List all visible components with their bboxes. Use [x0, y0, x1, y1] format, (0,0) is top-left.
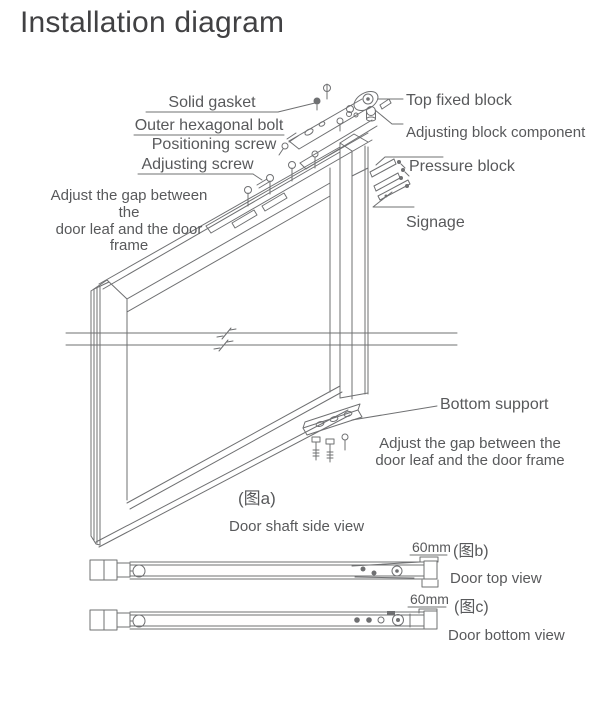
note-adjust-gap-top-line1: Adjust the gap between the — [50, 187, 208, 221]
page-title: Installation diagram — [20, 6, 285, 39]
door-top-view-drawing — [89, 559, 439, 588]
callout-pressure-block: Pressure block — [409, 158, 515, 175]
break-lines — [65, 327, 458, 352]
note-adjust-gap-bottom-line1: Adjust the gap between the — [379, 435, 561, 452]
callout-top-fixed-block: Top fixed block — [406, 92, 512, 109]
dimension-bracket-c — [407, 606, 447, 614]
note-adjust-gap-top-line2: door leaf and the door frame — [55, 220, 203, 255]
callout-adjusting-block-component: Adjusting block component — [406, 124, 586, 141]
callout-bottom-support: Bottom support — [440, 396, 549, 413]
callout-outer-hexagonal-bolt: Outer hexagonal bolt — [134, 117, 284, 134]
door-bottom-view-drawing — [89, 609, 438, 631]
note-adjust-gap-bottom-line2: door leaf and the door frame — [375, 451, 565, 469]
note-adjust-gap-top: Adjust the gap between the door leaf and… — [40, 187, 218, 255]
figure-c-caption: Door bottom view — [448, 627, 565, 644]
figure-b-dimension-label: 60mm — [412, 539, 451, 555]
figure-c-dimension-label: 60mm — [410, 591, 449, 607]
figure-a-tag: (图a) — [238, 489, 276, 508]
figure-a-caption: Door shaft side view — [229, 518, 365, 535]
figure-b-tag: (图b) — [453, 543, 489, 560]
figure-c-tag: (图c) — [454, 599, 489, 616]
callout-adjusting-screw: Adjusting screw — [141, 156, 254, 173]
callout-signage: Signage — [406, 214, 465, 231]
top-closer-assembly — [205, 83, 392, 234]
leader-lines — [133, 98, 444, 421]
bottom-support-assembly — [302, 403, 363, 463]
door-drawing — [90, 133, 369, 548]
pressure-block-assembly — [369, 158, 411, 201]
note-adjust-gap-bottom: Adjust the gap between the door leaf and… — [374, 435, 566, 470]
callout-positioning-screw: Positioning screw — [151, 136, 277, 153]
callout-solid-gasket: Solid gasket — [168, 94, 256, 111]
dimension-bracket-b — [409, 554, 448, 563]
figure-b-caption: Door top view — [450, 570, 542, 587]
